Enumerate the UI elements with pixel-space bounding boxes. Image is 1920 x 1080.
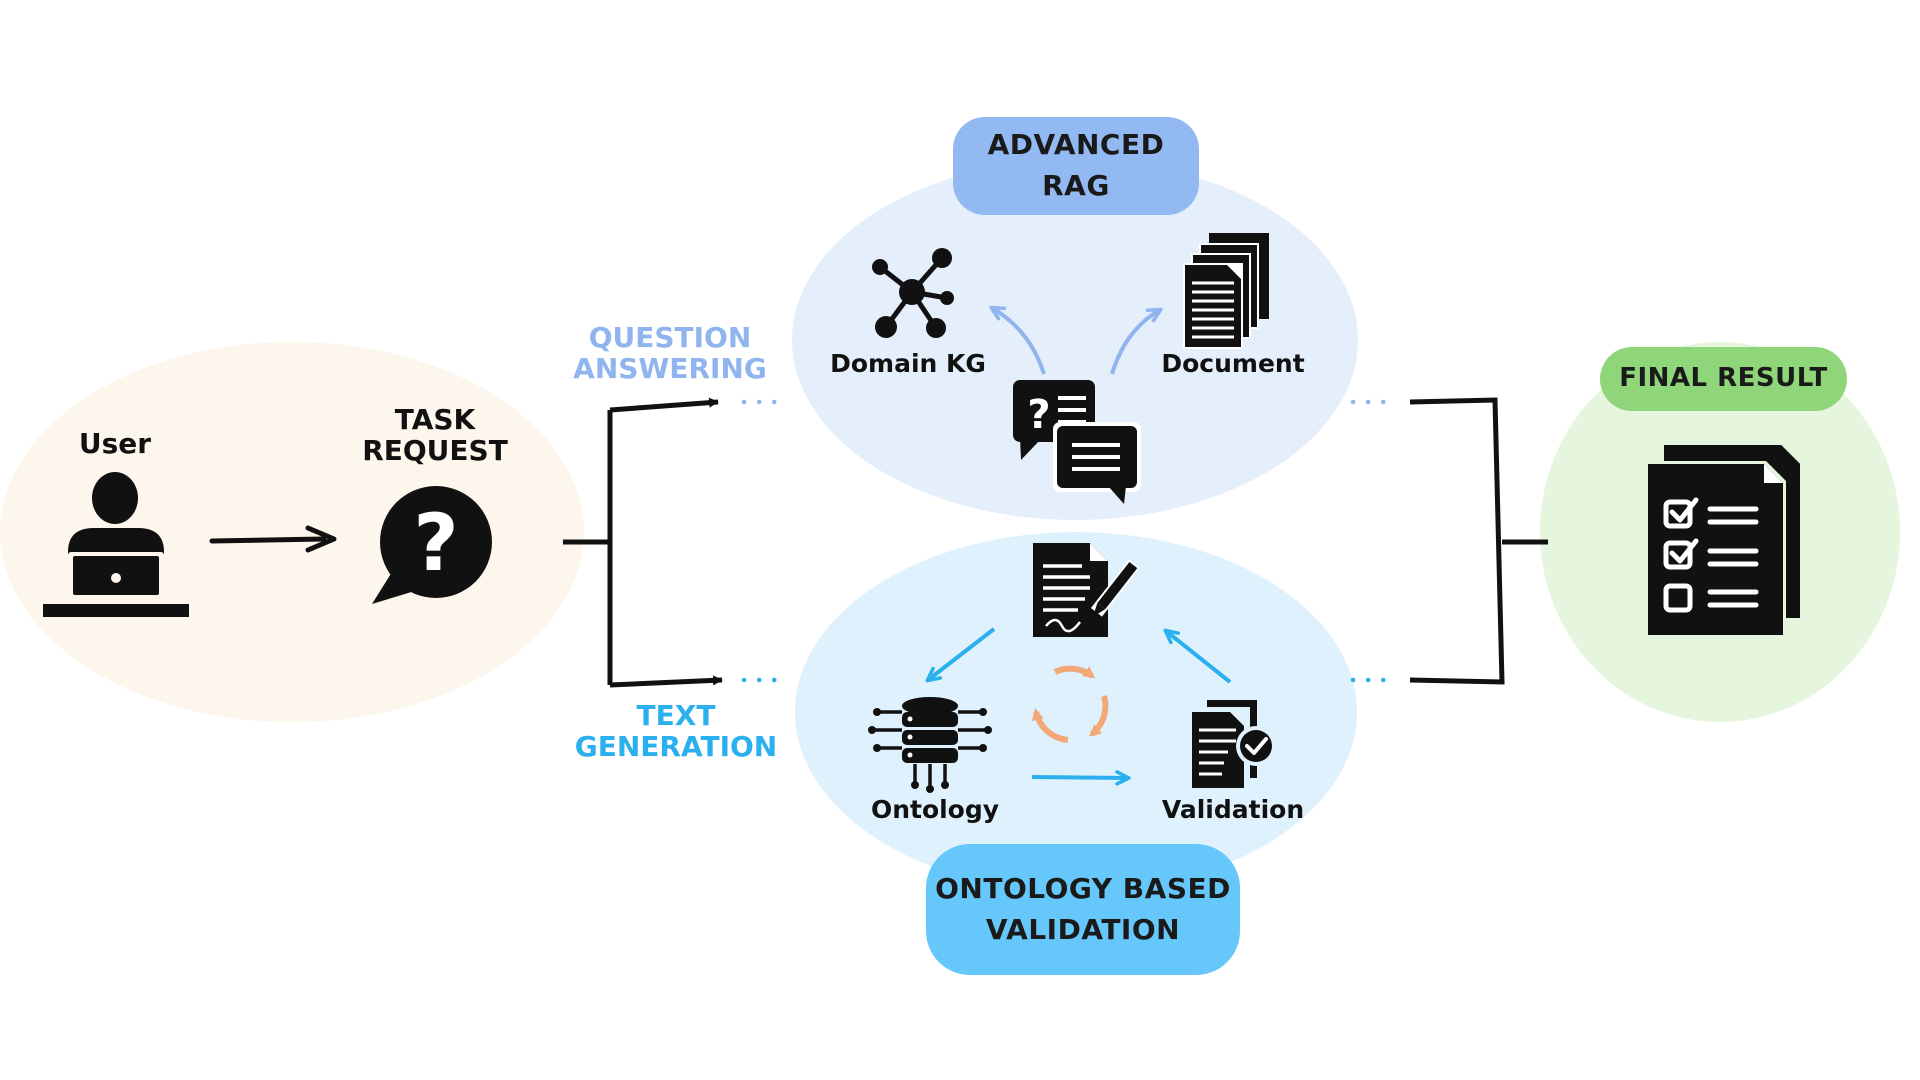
left-branch-connector [563, 410, 613, 685]
qa-branch-arrow [609, 397, 719, 413]
task-request-line2: REQUEST [362, 434, 508, 468]
final-result-pill [1600, 347, 1847, 411]
ontology-validation-pill [926, 844, 1240, 975]
user-laptop-icon [43, 472, 189, 617]
validation-label: Validation [1161, 795, 1305, 824]
refresh-cycle-icon [1031, 665, 1109, 743]
validation-zone [795, 532, 1357, 892]
validation-to-doc-arrow [1163, 628, 1232, 684]
user-label: User [78, 427, 152, 460]
task-request-label: TASK REQUEST [350, 404, 520, 467]
question-answering-label: QUESTION ANSWERING [570, 322, 770, 385]
text-generation-label: TEXT GENERATION [566, 700, 786, 763]
ontology-validation-title: ONTOLOGY BASED VALIDATION [926, 844, 1240, 975]
database-chip-icon [868, 697, 992, 793]
signed-document-icon [1033, 543, 1141, 637]
task-request-line1: TASK [394, 403, 476, 436]
doc-to-ontology-arrow [925, 627, 996, 683]
chat-to-kg-arrow [989, 305, 1046, 375]
text-generation-line2: GENERATION [574, 730, 778, 764]
domain-kg-label: Domain KG [830, 349, 986, 378]
tg-branch-arrow [609, 675, 723, 688]
text-generation-line1: TEXT [636, 699, 716, 732]
advanced-rag-title: ADVANCED RAG [953, 117, 1199, 215]
right-merge-connector [1409, 397, 1548, 685]
document-label: Document [1161, 349, 1305, 378]
user-to-task-arrowhead [305, 525, 337, 553]
ontology-to-validation-arrow [1031, 770, 1131, 786]
question-bubble-icon: ? [372, 486, 492, 604]
knowledge-graph-icon [872, 248, 954, 338]
advanced-rag-pill [953, 117, 1199, 215]
ontology-validation-line1: ONTOLOGY BASED [935, 871, 1231, 905]
ontology-label: Ontology [870, 795, 1000, 824]
svg-text:?: ? [413, 499, 458, 589]
checklist-icon [1645, 441, 1804, 638]
advanced-rag-line1: ADVANCED [987, 128, 1165, 162]
advanced-rag-line2: RAG [1042, 169, 1110, 202]
chat-to-document-arrow [1110, 307, 1163, 375]
user-zone [0, 342, 584, 722]
chat-bubbles-icon: ? [1013, 380, 1141, 504]
documents-stack-icon [1183, 233, 1269, 349]
final-result-title: FINAL RESULT [1619, 363, 1828, 394]
question-answering-line1: QUESTION [588, 321, 752, 354]
ontology-validation-line2: VALIDATION [985, 912, 1181, 946]
svg-text:?: ? [1027, 392, 1050, 438]
validated-document-icon [1192, 700, 1276, 788]
question-answering-line2: ANSWERING [573, 352, 767, 386]
user-to-task-arrow [209, 536, 327, 544]
